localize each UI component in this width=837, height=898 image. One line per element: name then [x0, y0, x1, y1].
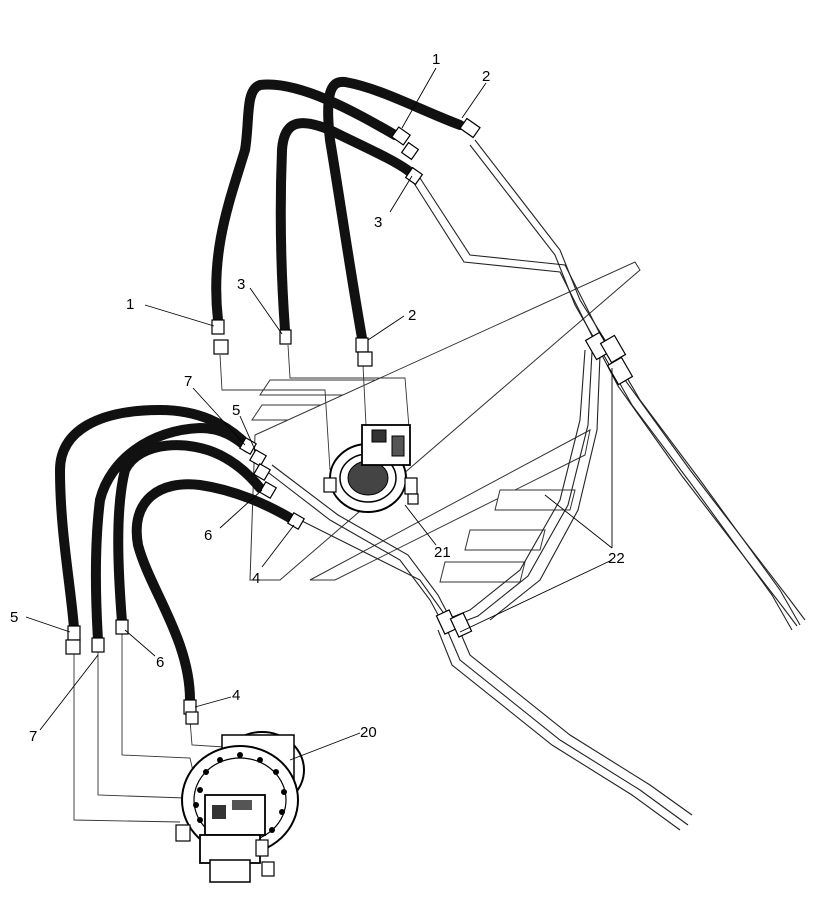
hose-1-upper: [211, 79, 400, 325]
hose-4: [131, 479, 295, 705]
fitting-1-upper-nut: [213, 339, 229, 355]
callout-21: 21: [434, 544, 451, 561]
callout-5-upper: 5: [232, 402, 240, 419]
callout-5-lower: 5: [10, 609, 18, 626]
callout-1-top: 1: [432, 51, 440, 68]
motor-20: [175, 731, 305, 883]
callout-labels: 1 2 3 1 3 2 7 5 6 4 21 22 5 6 4 7 20: [10, 51, 625, 745]
callout-22: 22: [608, 550, 625, 567]
callout-2-mid: 2: [408, 307, 416, 324]
fitting-1-upper-end: [211, 319, 225, 335]
tube-clamps: [435, 331, 634, 638]
lower-fittings: [65, 436, 306, 725]
hose-6: [113, 440, 265, 627]
upper-hoses: [211, 76, 465, 343]
callout-2-top: 2: [482, 68, 490, 85]
upper-fittings: [211, 117, 481, 367]
callout-4-lower: 4: [232, 687, 240, 704]
hose-5: [55, 405, 247, 633]
callout-3-mid: 3: [237, 276, 245, 293]
callout-6-lower: 6: [156, 654, 164, 671]
hose-3-upper: [275, 118, 415, 335]
leader-lines: [25, 67, 613, 761]
callout-3-top: 3: [374, 214, 382, 231]
watermark-logo: [249, 261, 641, 583]
hose-2-upper: [323, 76, 465, 343]
callout-6-upper: 6: [204, 527, 212, 544]
callout-7-lower: 7: [29, 728, 37, 745]
callout-20: 20: [360, 724, 377, 741]
lower-hoses: [55, 405, 295, 705]
callout-1-mid: 1: [126, 296, 134, 313]
motor-21: [323, 424, 419, 513]
callout-7-upper: 7: [184, 373, 192, 390]
callout-4-upper: 4: [252, 570, 260, 587]
hose-7: [90, 423, 253, 645]
